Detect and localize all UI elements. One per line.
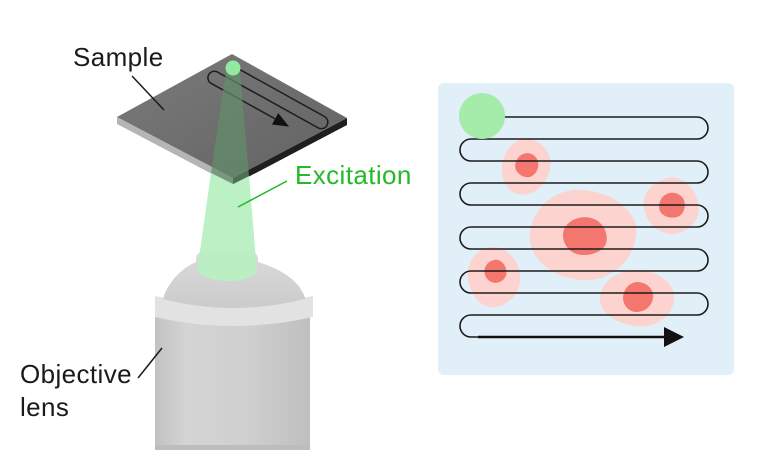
excitation-label: Excitation <box>295 160 412 190</box>
scan-path-diagram <box>459 116 709 347</box>
excitation-beam <box>197 173 257 282</box>
objective-leader-line <box>137 347 163 379</box>
excitation-spot <box>459 93 505 139</box>
scan-path-mini-line <box>207 67 329 130</box>
sample-label: Sample <box>73 42 164 72</box>
objective-lens-label: Objective lens <box>20 358 132 424</box>
scan-path-mini <box>207 67 329 130</box>
objective-lens-label-line2: lens <box>20 392 70 422</box>
scan-path-line <box>459 116 709 338</box>
microscope-diagram <box>117 54 347 450</box>
objective-lens-body-bottom <box>155 445 310 450</box>
sample-plate-left-edge <box>117 117 233 185</box>
excitation-beam-on-plate <box>211 71 249 184</box>
objective-lens-body <box>155 316 310 447</box>
scan-direction-arrow <box>664 327 684 347</box>
sample-leader-line <box>131 75 165 111</box>
excitation-leader-line <box>237 180 288 208</box>
sample-plate-front-edge <box>233 118 347 185</box>
scan-direction-arrow-mini <box>271 113 290 127</box>
scan-image-panel <box>438 83 734 375</box>
laser-spot <box>225 60 241 76</box>
objective-lens-label-line1: Objective <box>20 359 132 389</box>
